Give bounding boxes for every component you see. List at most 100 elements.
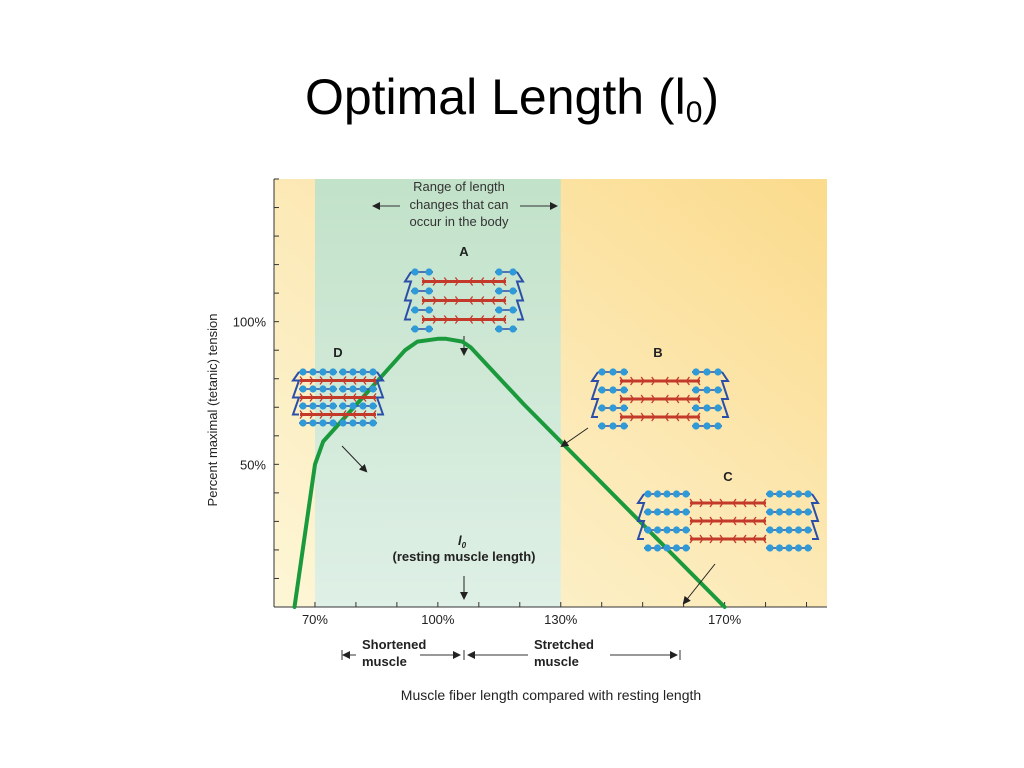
sarcomere-b-actin-dot	[714, 404, 722, 412]
shortened-label-line-2: muscle	[362, 654, 407, 669]
shortened-label-line-1: Shortened	[362, 637, 426, 652]
sarcomere-a-myosin-head	[421, 277, 426, 286]
sarcomere-c-myosin-head	[689, 534, 694, 544]
sarcomere-b-actin-dot	[703, 422, 711, 430]
sarcomere-b-myosin-head	[664, 376, 669, 386]
pointer-arrow-c	[682, 563, 716, 605]
sarcomere-c-myosin-head	[709, 534, 714, 544]
sarcomere-b-myosin-head	[619, 376, 624, 386]
l0-subscript: 0	[462, 541, 467, 550]
sarcomere-c-actin-dot	[663, 508, 671, 516]
sarcomere-a-myosin-head	[454, 296, 459, 305]
sarcomere-d-actin-dot	[369, 385, 377, 393]
sarcomere-d-actin-dot	[309, 402, 317, 410]
sarcomere-d-actin-dot	[299, 402, 307, 410]
sarcomere-a-myosin-head	[502, 315, 507, 324]
sarcomere-d-myosin-head	[342, 376, 347, 385]
sarcomere-b-actin-dot	[692, 422, 700, 430]
sarcomere-d-actin-dot	[299, 419, 307, 427]
sarcomere-c-actin-dot	[766, 490, 774, 498]
sarcomere-a-myosin-head	[469, 315, 474, 324]
sarcomere-a-actin-dot	[411, 306, 419, 314]
sarcomere-c-actin-dot	[653, 526, 662, 534]
sarcomere-d-actin-dot	[349, 402, 357, 410]
sarcomere-c-myosin-head	[689, 516, 694, 526]
x-tick-label-70: 70%	[302, 612, 328, 627]
sarcomere-b-actin-dot	[714, 368, 722, 376]
sarcomere-d-myosin-head	[309, 410, 314, 419]
sarcomere-b-actin-dot	[714, 422, 722, 430]
range-label-line-3: occur in the body	[409, 214, 509, 229]
sarcomere-d-actin-dot	[339, 419, 347, 427]
sarcomere-d-actin-dot	[359, 368, 367, 376]
sarcomere-a-actin-dot	[425, 268, 433, 276]
sarcomere-d-actin-dot	[329, 368, 337, 376]
sarcomere-d-myosin-head	[352, 393, 357, 402]
sarcomere-c-z-disc-right	[810, 493, 820, 540]
sarcomere-d-myosin-head	[352, 410, 357, 419]
title-subscript: 0	[685, 96, 703, 129]
y-tick-label-100: 100%	[233, 315, 267, 330]
l0-symbol: l	[458, 533, 462, 548]
y-tick-label-50: 50%	[240, 457, 266, 472]
sarcomere-b-myosin-head	[675, 412, 680, 422]
sarcomere-d-actin-dot	[369, 402, 377, 410]
y-tick-marks	[274, 178, 279, 579]
sarcomere-a-myosin-head	[491, 296, 496, 305]
stretched-label-line-2: muscle	[534, 654, 579, 669]
sarcomere-c-actin-dot	[682, 508, 690, 516]
sarcomere-c-actin-dot	[785, 490, 793, 498]
sarcomere-a-myosin-head	[443, 296, 448, 305]
sarcomere-b-actin-dot	[598, 386, 606, 394]
sarcomere-c-actin-dot	[794, 508, 803, 516]
sarcomere-c-myosin-head	[752, 516, 757, 526]
sarcomere-b-myosin-head	[696, 376, 701, 386]
sarcomere-d-myosin-head	[319, 410, 324, 419]
sarcomere-b-actin-dot	[598, 368, 606, 376]
sarcomere-d-actin-dot	[349, 385, 357, 393]
sarcomere-label-d: D	[333, 345, 342, 360]
sarcomere-d-actin-dot	[329, 419, 337, 427]
sarcomere-b-myosin-head	[685, 412, 690, 422]
sarcomere-c-myosin-head	[752, 498, 757, 508]
sarcomere-d-actin-dot	[359, 419, 367, 427]
sarcomere-b-myosin-head	[640, 394, 645, 404]
sarcomere-b-myosin-head	[630, 412, 635, 422]
sarcomere-d-actin-dot	[369, 419, 377, 427]
sarcomere-b-myosin-head	[696, 394, 701, 404]
sarcomere-d-myosin-head	[319, 393, 324, 402]
sarcomere-b-myosin-head	[640, 412, 645, 422]
sarcomere-d-actin-dot	[309, 368, 317, 376]
sarcomere-c-actin-dot	[804, 526, 812, 534]
sarcomere-label-c: C	[723, 469, 733, 484]
sarcomere-d-actin-dot	[319, 402, 327, 410]
sarcomere-d-actin-dot	[309, 385, 317, 393]
sarcomere-c-myosin-head	[732, 516, 737, 526]
sarcomere-c-actin-dot	[804, 544, 812, 552]
sarcomere-d-actin-dot	[369, 368, 377, 376]
sarcomere-b-myosin-head	[685, 394, 690, 404]
sarcomere-b-myosin-head	[651, 412, 656, 422]
sarcomere-a-myosin-head	[443, 315, 448, 324]
sarcomere-c-myosin-head	[732, 498, 737, 508]
sarcomere-a-z-disc-left	[403, 271, 413, 321]
sarcomere-d-myosin-head	[309, 376, 314, 385]
sarcomere-c-myosin-head	[699, 534, 704, 544]
sarcomere-a-myosin-head	[480, 315, 485, 324]
sarcomere-d-myosin-head	[299, 376, 304, 385]
sarcomere-b-actin-dot	[609, 422, 617, 430]
sarcomere-b-actin-dot	[609, 386, 617, 394]
sarcomere-label-a: A	[459, 244, 469, 259]
sarcomere-a-myosin-head	[480, 296, 485, 305]
sarcomere-b-myosin-head	[685, 376, 690, 386]
sarcomere-c-actin-dot	[775, 544, 784, 552]
sarcomere-b-myosin-head	[651, 376, 656, 386]
sarcomere-c-z-disc-left	[636, 493, 646, 540]
sarcomere-b-actin-dot	[620, 404, 628, 412]
sarcomere-c-actin-dot	[663, 526, 671, 534]
sarcomere-d-myosin-head	[362, 410, 367, 419]
sarcomere-b-actin-dot	[609, 404, 617, 412]
range-label-line-2: changes that can	[409, 197, 508, 212]
sarcomere-c-myosin-head	[699, 516, 704, 526]
sarcomere-b-actin-dot	[692, 386, 700, 394]
